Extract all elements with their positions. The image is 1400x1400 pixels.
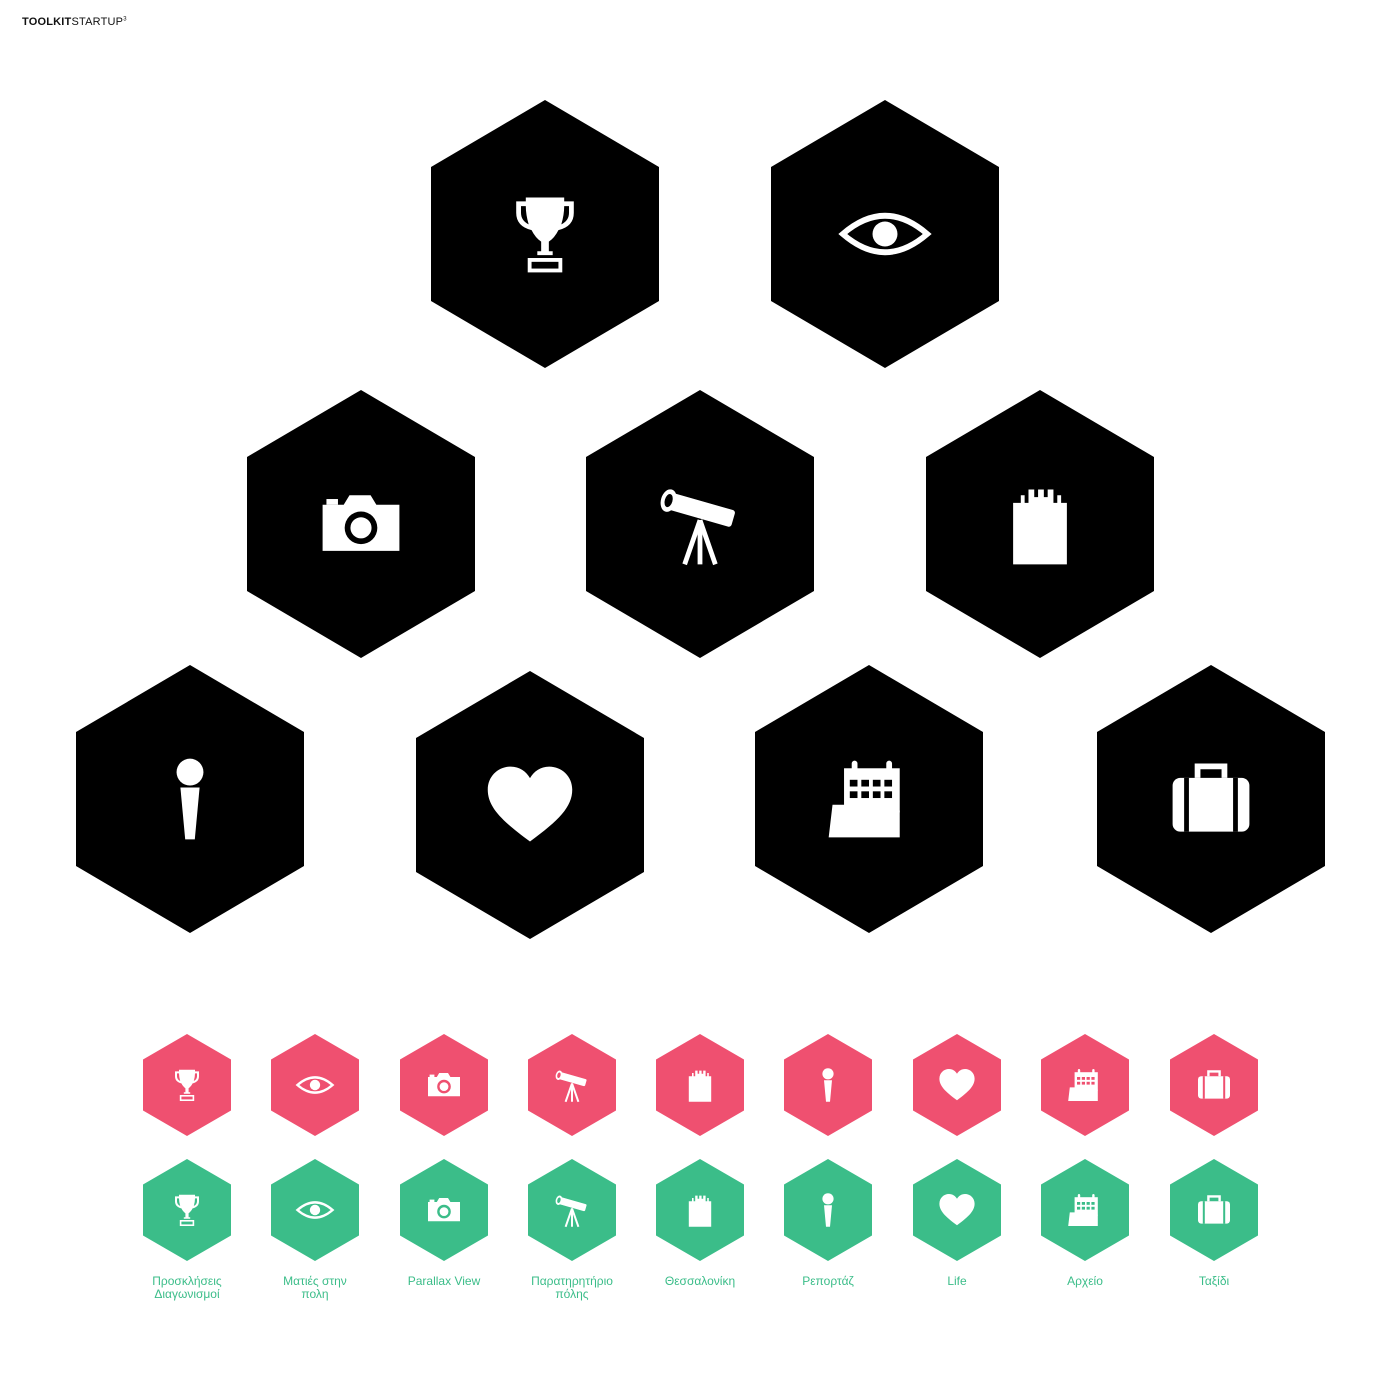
suitcase-icon (1198, 1070, 1230, 1099)
eye-icon (838, 213, 932, 255)
label-line: Διαγωνισμοί (154, 1287, 220, 1301)
microphone-label: Ρεπορτάζ (768, 1275, 888, 1288)
telescope-hexagon-green[interactable] (528, 1159, 616, 1261)
trophy-hexagon-green[interactable] (143, 1159, 231, 1261)
calendar-folder-icon (828, 760, 900, 838)
trophy-icon (175, 1069, 199, 1101)
microphone-icon (822, 1193, 834, 1227)
tower-hexagon-green[interactable] (656, 1159, 744, 1261)
microphone-hexagon-pink[interactable] (784, 1034, 872, 1136)
camera-hexagon-pink[interactable] (400, 1034, 488, 1136)
eye-icon (295, 1201, 335, 1219)
label-line: Parallax View (407, 1274, 481, 1288)
suitcase-hexagon-green[interactable] (1170, 1159, 1258, 1261)
calendar-hexagon-large[interactable] (755, 665, 983, 933)
label-line: Αρχείο (1067, 1274, 1103, 1288)
suitcase-icon (1198, 1195, 1230, 1224)
telescope-icon (555, 1070, 587, 1103)
trophy-hexagon-large[interactable] (431, 100, 659, 368)
tower-icon (688, 1195, 712, 1227)
telescope-hexagon-large[interactable] (586, 390, 814, 658)
suitcase-icon (1172, 763, 1250, 832)
calendar-label: Αρχείο (1025, 1275, 1145, 1288)
label-line: Ρεπορτάζ (802, 1274, 854, 1288)
calendar-folder-icon (1068, 1069, 1098, 1101)
camera-hexagon-large[interactable] (247, 390, 475, 658)
calendar-hexagon-pink[interactable] (1041, 1034, 1129, 1136)
suitcase-hexagon-large[interactable] (1097, 665, 1325, 933)
tower-icon (688, 1070, 712, 1102)
eye-hexagon-green[interactable] (271, 1159, 359, 1261)
tower-hexagon-large[interactable] (926, 390, 1154, 658)
camera-icon (428, 1073, 460, 1097)
eye-icon (295, 1076, 335, 1094)
heart-hexagon-pink[interactable] (913, 1034, 1001, 1136)
label-line: Life (947, 1274, 967, 1288)
label-line: Ματιές στην (283, 1274, 347, 1288)
calendar-folder-icon (1068, 1194, 1098, 1226)
camera-label: Parallax View (384, 1275, 504, 1288)
label-line: Προσκλήσεις (152, 1274, 222, 1288)
tower-icon (1013, 489, 1067, 565)
suitcase-label: Ταξίδι (1154, 1275, 1274, 1288)
trophy-hexagon-pink[interactable] (143, 1034, 231, 1136)
eye-hexagon-large[interactable] (771, 100, 999, 368)
microphone-icon (822, 1068, 834, 1102)
label-line: Θεσσαλονίκη (664, 1274, 736, 1288)
telescope-icon (555, 1195, 587, 1228)
eye-hexagon-pink[interactable] (271, 1034, 359, 1136)
camera-icon (428, 1198, 460, 1222)
suitcase-hexagon-pink[interactable] (1170, 1034, 1258, 1136)
microphone-hexagon-green[interactable] (784, 1159, 872, 1261)
camera-icon (322, 495, 400, 551)
heart-icon (939, 1194, 975, 1226)
label-line: πόλης (555, 1287, 589, 1301)
heart-hexagon-large[interactable] (416, 671, 644, 939)
calendar-hexagon-green[interactable] (1041, 1159, 1129, 1261)
brand-logo: TOOLKITSTARTUP3 (22, 16, 127, 28)
heart-hexagon-green[interactable] (913, 1159, 1001, 1261)
label-line: Παρατηρητήριο (531, 1274, 613, 1288)
heart-icon (487, 766, 573, 842)
camera-hexagon-green[interactable] (400, 1159, 488, 1261)
label-line: Ταξίδι (1198, 1274, 1230, 1288)
tower-hexagon-pink[interactable] (656, 1034, 744, 1136)
tower-label: Θεσσαλονίκη (640, 1275, 760, 1288)
microphone-hexagon-large[interactable] (76, 665, 304, 933)
trophy-icon (516, 197, 574, 273)
heart-icon (939, 1069, 975, 1101)
heart-label: Life (897, 1275, 1017, 1288)
label-line: πολη (301, 1287, 329, 1301)
microphone-icon (176, 758, 204, 840)
telescope-icon (660, 489, 735, 566)
trophy-icon (175, 1194, 199, 1226)
telescope-hexagon-pink[interactable] (528, 1034, 616, 1136)
